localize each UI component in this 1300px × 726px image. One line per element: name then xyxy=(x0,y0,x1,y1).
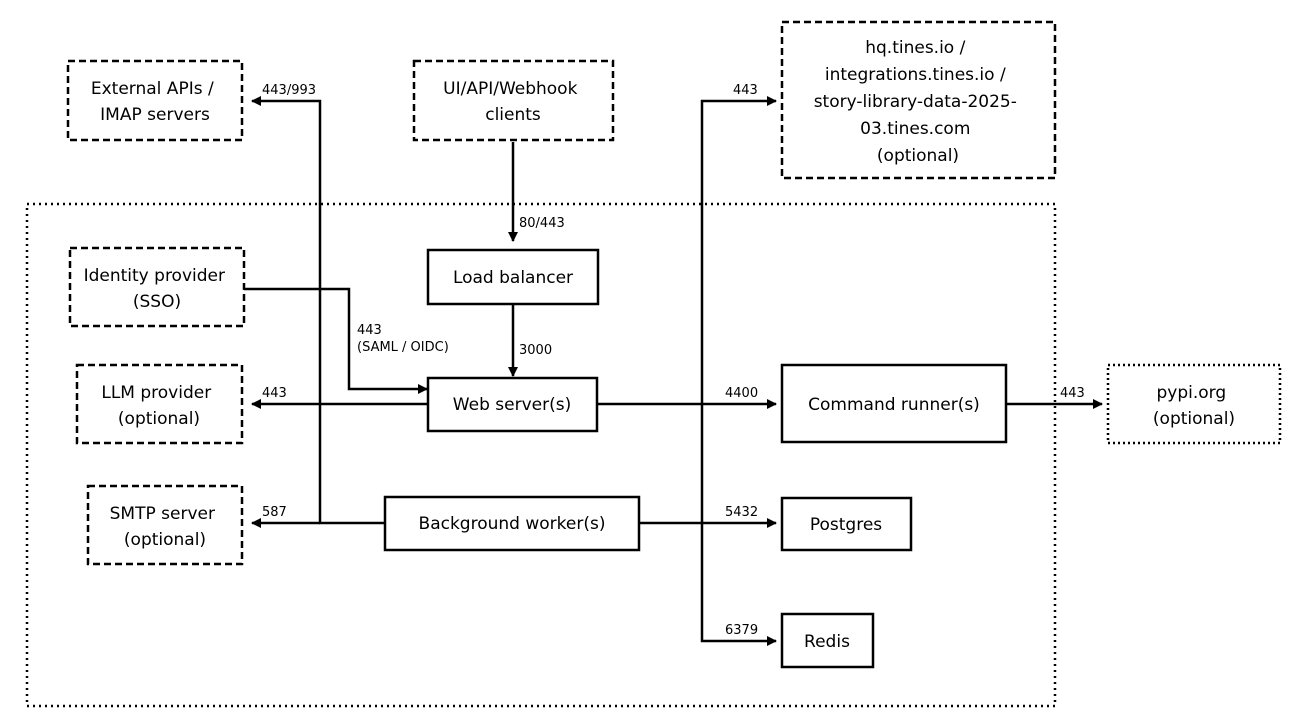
smtp-server-box xyxy=(86,484,244,566)
connector-worker-to-external-apis xyxy=(251,96,385,525)
connector-sso-to-web-server xyxy=(244,287,428,394)
redis-label: Redis xyxy=(804,632,850,652)
self-hosted-boundary xyxy=(25,202,1057,708)
svg-text:LLM provider (optional): LLM provider (optional) xyxy=(101,383,216,429)
command-runner-label: Command runner(s) xyxy=(808,395,980,415)
llm-provider-box xyxy=(75,363,244,445)
port-label-sso-protocols: (SAML / OIDC) xyxy=(357,340,449,355)
pypi-label-line1: pypi.org xyxy=(1156,383,1226,403)
web-server-label: Web server(s) xyxy=(453,395,571,415)
ui-clients-label-line2: clients xyxy=(485,105,541,125)
redis-box xyxy=(780,612,875,669)
svg-text:Web server(s): Web server(s) xyxy=(453,395,571,415)
port-label-command-runner: 4400 xyxy=(725,386,758,401)
port-label-redis: 6379 xyxy=(725,623,758,638)
port-label-smtp: 587 xyxy=(262,505,287,520)
tines-hosts-label-line4: 03.tines.com xyxy=(860,119,970,139)
smtp-server-node: SMTP server (optional) xyxy=(86,484,244,566)
identity-provider-label-line2: (SSO) xyxy=(133,292,181,312)
port-label-sso: 443 xyxy=(357,323,382,338)
port-label-load-balancer-in: 80/443 xyxy=(519,216,565,231)
port-label-web-server-in: 3000 xyxy=(519,343,552,358)
external-apis-box xyxy=(66,59,244,142)
svg-text:Background worker(s): Background worker(s) xyxy=(419,514,606,534)
svg-text:Command runner(s): Command runner(s) xyxy=(808,395,980,415)
svg-text:UI/API/Webhook clients: UI/API/Webhook clients xyxy=(443,79,583,125)
connector-bus-to-tines-hosts xyxy=(700,96,777,523)
command-runner-node: Command runner(s) xyxy=(780,363,1008,444)
tines-hosts-label-line1: hq.tines.io / xyxy=(865,38,965,58)
svg-text:hq.tines.io / integratio: hq.tines.io / integrations.tines.io / st… xyxy=(814,38,1023,166)
load-balancer-node: Load balancer xyxy=(426,248,600,306)
smtp-server-label-line1: SMTP server xyxy=(110,504,215,524)
port-label-external-apis: 443/993 xyxy=(262,83,316,98)
port-labels: 443/993 443 80/443 443 (SAML / OIDC) 300… xyxy=(262,83,1085,638)
port-label-tines-hosts: 443 xyxy=(733,83,758,98)
llm-provider-label-line2: (optional) xyxy=(118,409,200,429)
pypi-box xyxy=(1106,363,1282,445)
redis-node: Redis xyxy=(780,612,875,669)
port-label-pypi: 443 xyxy=(1060,386,1085,401)
identity-provider-node: Identity provider (SSO) xyxy=(68,246,246,328)
svg-text:Postgres: Postgres xyxy=(810,515,882,535)
svg-text:Identity provider (SSO): Identity provider (SSO) xyxy=(84,266,231,312)
web-server-box xyxy=(426,376,599,433)
smtp-server-label-line2: (optional) xyxy=(124,530,206,550)
identity-provider-label-line1: Identity provider xyxy=(84,266,225,286)
command-runner-box xyxy=(780,363,1008,444)
pypi-node: pypi.org (optional) xyxy=(1106,363,1282,445)
load-balancer-box xyxy=(426,248,600,306)
postgres-label: Postgres xyxy=(810,515,882,535)
connector-bus-to-redis xyxy=(700,523,777,646)
ui-clients-label-line1: UI/API/Webhook xyxy=(443,79,577,99)
background-worker-node: Background worker(s) xyxy=(383,495,641,552)
web-server-node: Web server(s) xyxy=(426,376,599,433)
svg-text:External APIs / IMAP ser: External APIs / IMAP servers xyxy=(91,79,219,125)
background-worker-label: Background worker(s) xyxy=(419,514,606,534)
external-apis-label-line1: External APIs / xyxy=(91,79,214,99)
tines-hosts-box xyxy=(780,20,1057,180)
port-label-postgres: 5432 xyxy=(725,505,758,520)
svg-text:SMTP server (optional): SMTP server (optional) xyxy=(110,504,221,550)
ui-clients-node: UI/API/Webhook clients xyxy=(412,59,615,142)
postgres-box xyxy=(780,496,913,552)
tines-hosts-label-line5: (optional) xyxy=(877,146,959,166)
external-apis-node: External APIs / IMAP servers xyxy=(66,59,244,142)
pypi-label-line2: (optional) xyxy=(1153,409,1235,429)
llm-provider-label-line1: LLM provider xyxy=(101,383,211,403)
tines-hosts-label-line2: integrations.tines.io / xyxy=(825,65,1006,85)
load-balancer-label: Load balancer xyxy=(453,268,573,288)
ui-clients-box xyxy=(412,59,615,142)
tines-hosts-label-line3: story-library-data-2025- xyxy=(814,92,1017,112)
identity-provider-box xyxy=(68,246,246,328)
port-label-llm: 443 xyxy=(262,386,287,401)
background-worker-box xyxy=(383,495,641,552)
svg-text:Redis: Redis xyxy=(804,632,850,652)
external-apis-label-line2: IMAP servers xyxy=(100,105,210,125)
svg-text:pypi.org (optional): pypi.org (optional) xyxy=(1153,383,1235,429)
postgres-node: Postgres xyxy=(780,496,913,552)
connectors xyxy=(244,96,1103,646)
llm-provider-node: LLM provider (optional) xyxy=(75,363,244,445)
svg-text:Load balancer: Load balancer xyxy=(453,268,573,288)
tines-hosts-node: hq.tines.io / integrations.tines.io / st… xyxy=(780,20,1057,180)
